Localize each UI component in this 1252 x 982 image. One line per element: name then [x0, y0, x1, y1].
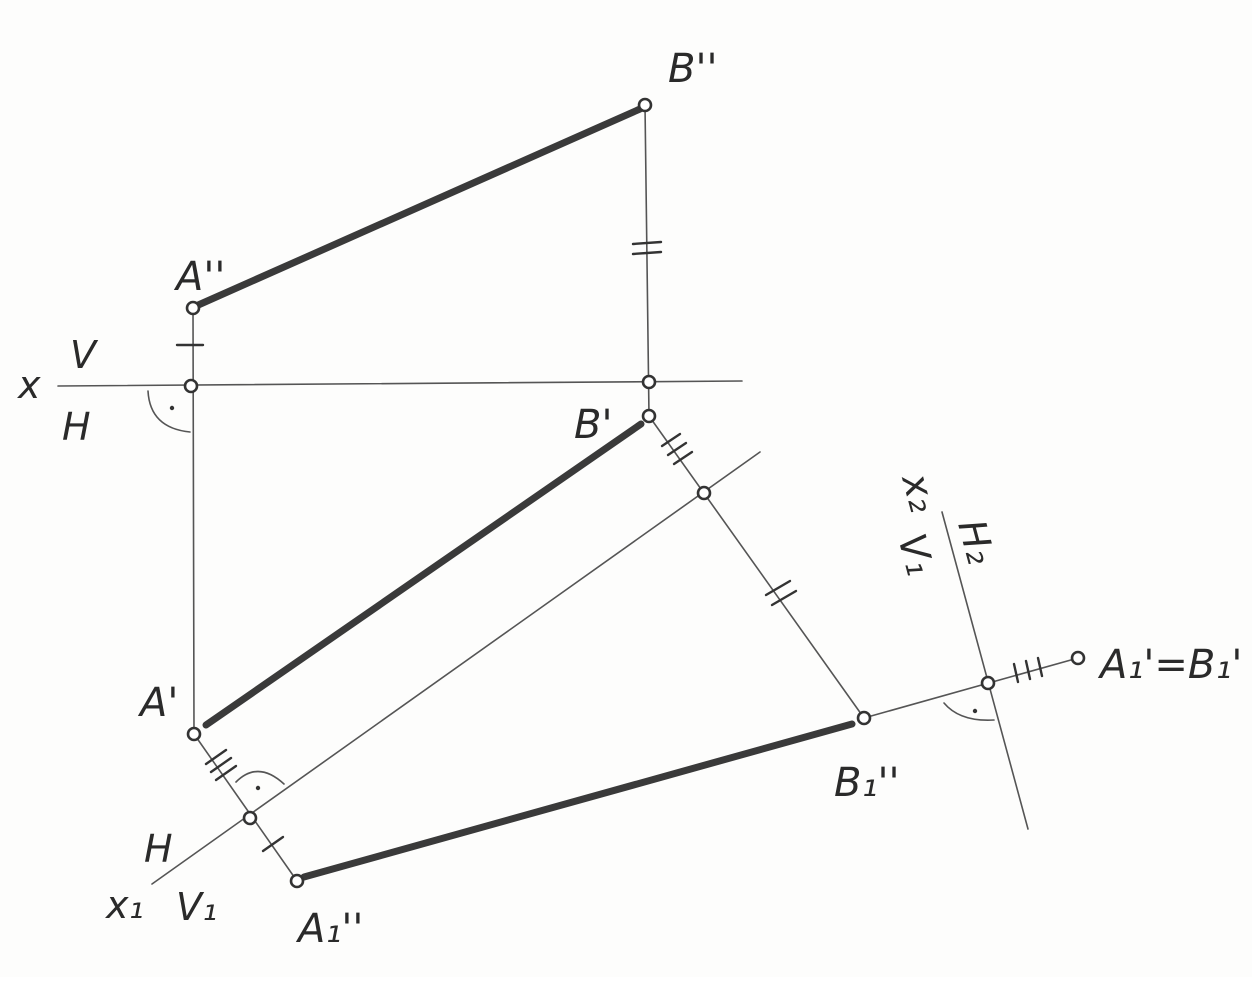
point-a-on-x: [183, 378, 199, 394]
tick-double-b-front-1: [631, 240, 663, 246]
label-axis-x: x: [17, 363, 41, 407]
label-axis-x-upper: V: [70, 333, 99, 377]
right-angle-dot-x: [169, 405, 175, 411]
right-angle-dot-x2: [972, 708, 978, 714]
segment-new-front-projection: [300, 720, 856, 881]
tick-triple-b-top-3: [672, 450, 694, 466]
segment-top-projection: [202, 420, 645, 729]
point-b-on-x: [641, 374, 657, 390]
label-a1-front: A₁'': [295, 906, 363, 952]
point-b1-front: [856, 710, 872, 726]
point-a-on-x1: [242, 810, 258, 826]
label-axis-x1: x₁: [105, 883, 144, 927]
label-axis-x1-upper: H: [144, 827, 173, 871]
right-angle-dot-x1: [255, 785, 261, 791]
label-axis-x2: x₂: [893, 468, 946, 517]
tick-triple-b-top-2: [666, 441, 688, 457]
tick-double-b1-1: [764, 579, 792, 597]
point-b-front: [637, 97, 653, 113]
axis-x2-line: [941, 511, 1029, 830]
label-axis-x1-lower: V₁: [176, 885, 217, 929]
right-angle-mark-x2: [943, 702, 995, 721]
label-axis-x2-lower: H₂: [949, 515, 1003, 569]
label-axis-x-lower: H: [62, 405, 91, 449]
point-on-x2: [980, 675, 996, 691]
label-a-top: A': [137, 680, 178, 726]
projection-line-b1: [648, 415, 865, 719]
segment-front-projection: [192, 105, 644, 310]
tick-double-b1-2: [770, 589, 798, 607]
projection-line-a1b1: [863, 657, 1079, 719]
tick-triple-a-top-3: [214, 764, 238, 782]
tick-double-b-front-2: [631, 250, 663, 256]
projection-line-a1: [193, 733, 298, 882]
tick-triple-a-top-2: [209, 756, 233, 774]
label-b1-front: B₁'': [834, 760, 899, 806]
point-b-on-x1: [696, 485, 712, 501]
tick-single-a1: [261, 835, 285, 853]
right-angle-mark-x1: [235, 770, 285, 785]
point-a-front: [185, 300, 201, 316]
label-b-top: B': [574, 402, 612, 448]
label-axis-x2-upper: V₁: [889, 529, 942, 580]
tick-triple-b-top-1: [660, 432, 682, 448]
label-a1b1-top: A₁'=B₁': [1097, 642, 1242, 688]
point-a1b1-top: [1070, 650, 1086, 666]
tick-triple-a1b1-2: [1024, 659, 1032, 681]
tick-triple-a1b1-1: [1012, 662, 1020, 684]
point-b-top: [641, 408, 657, 424]
label-b-front: B'': [668, 46, 717, 92]
axis-x-line: [57, 380, 743, 387]
right-angle-mark-x: [147, 390, 191, 433]
point-a1-front: [289, 873, 305, 889]
point-a-top: [186, 726, 202, 742]
projection-line-b: [644, 104, 650, 417]
projection-line-a: [192, 307, 195, 735]
tick-triple-a-top-1: [204, 748, 228, 766]
tick-triple-a1b1-3: [1036, 656, 1044, 678]
label-a-front: A'': [173, 254, 225, 300]
